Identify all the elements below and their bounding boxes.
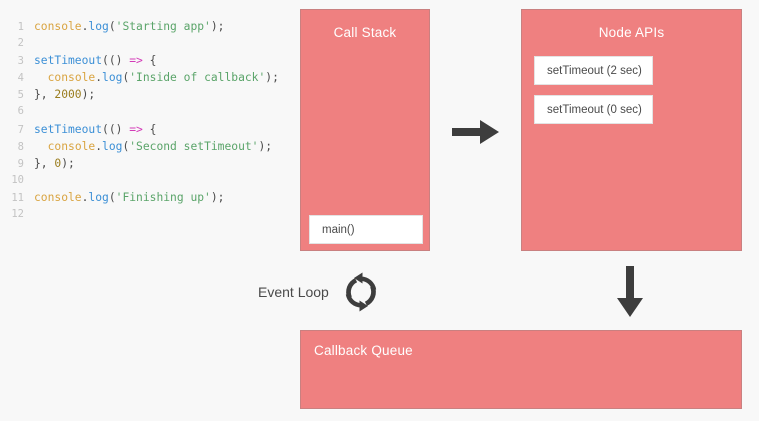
code-line-text[interactable]: console.log('Starting app'); bbox=[34, 18, 224, 35]
code-line: 3 setTimeout(() => { bbox=[0, 52, 292, 69]
line-number: 10 bbox=[11, 173, 24, 186]
code-token: . bbox=[81, 20, 89, 33]
code-token: console bbox=[34, 20, 82, 33]
code-token: }, bbox=[34, 88, 55, 102]
code-token: 2000 bbox=[54, 88, 82, 102]
code-token: ); bbox=[81, 88, 96, 102]
code-token: . bbox=[81, 190, 89, 204]
line-number: 9 bbox=[17, 157, 24, 170]
code-line: 10 bbox=[0, 172, 292, 189]
arrow-right-icon bbox=[452, 119, 500, 145]
code-line: 1 console.log('Starting app'); bbox=[0, 18, 292, 35]
node-apis-title: Node APIs bbox=[598, 25, 665, 40]
code-token: console bbox=[47, 139, 96, 153]
call-stack-panel: Call Stack main() bbox=[300, 9, 430, 251]
code-token: console bbox=[47, 71, 96, 85]
line-number: 11 bbox=[11, 191, 24, 204]
code-line: 11 console.log('Finishing up'); bbox=[0, 189, 292, 206]
code-token: console bbox=[34, 190, 82, 204]
code-token: log bbox=[88, 20, 109, 33]
code-token: setTimeout bbox=[34, 54, 103, 68]
node-api-item-settimeout-0sec[interactable]: setTimeout (0 sec) bbox=[534, 95, 653, 124]
code-token: 'Finishing up' bbox=[115, 190, 211, 204]
code-line-text[interactable]: }, 2000); bbox=[34, 86, 95, 103]
line-number: 1 bbox=[17, 21, 24, 33]
line-number: 6 bbox=[17, 105, 24, 118]
line-number: 2 bbox=[17, 37, 24, 50]
code-token: ); bbox=[210, 190, 225, 204]
line-number: 8 bbox=[17, 140, 24, 153]
code-token: => bbox=[129, 122, 143, 136]
code-token: => bbox=[129, 54, 143, 68]
node-apis-panel: Node APIs setTimeout (2 sec) setTimeout … bbox=[521, 9, 742, 251]
code-token: }, bbox=[34, 156, 55, 170]
code-token: 'Second setTimeout' bbox=[129, 139, 259, 153]
arrow-down-icon bbox=[615, 266, 645, 318]
callback-queue-panel: Callback Queue bbox=[300, 330, 742, 409]
code-token: 'Starting app' bbox=[115, 20, 211, 33]
event-loop-label: Event Loop bbox=[258, 284, 329, 300]
loop-refresh-icon bbox=[341, 272, 381, 312]
code-token: ); bbox=[210, 20, 225, 33]
line-number: 4 bbox=[17, 72, 24, 85]
code-token bbox=[34, 140, 48, 153]
code-token: ( bbox=[122, 139, 130, 153]
code-token: . bbox=[95, 71, 103, 85]
code-token: . bbox=[95, 139, 103, 153]
node-api-item-settimeout-2sec[interactable]: setTimeout (2 sec) bbox=[534, 56, 653, 85]
code-token: ); bbox=[265, 71, 279, 85]
code-line-text[interactable]: console.log('Inside of callback'); bbox=[34, 69, 279, 86]
line-number: 3 bbox=[17, 55, 24, 68]
call-stack-title: Call Stack bbox=[333, 25, 397, 40]
line-number: 7 bbox=[17, 123, 24, 136]
code-token: { bbox=[142, 54, 157, 68]
code-line: 4 console.log('Inside of callback'); bbox=[0, 69, 292, 86]
code-token: ( bbox=[108, 20, 116, 33]
code-token: ( bbox=[108, 190, 116, 204]
code-token bbox=[34, 71, 48, 84]
code-line-text[interactable]: setTimeout(() => { bbox=[34, 121, 156, 138]
code-token: 0 bbox=[54, 156, 62, 170]
code-token: log bbox=[102, 71, 123, 85]
code-line-text[interactable]: console.log('Finishing up'); bbox=[34, 189, 224, 206]
line-number: 5 bbox=[17, 89, 24, 102]
code-line: 5}, 2000); bbox=[0, 86, 292, 103]
code-token: (() bbox=[102, 54, 123, 68]
code-line-text[interactable]: console.log('Second setTimeout'); bbox=[34, 138, 272, 155]
code-token: ); bbox=[61, 156, 75, 170]
code-line-text[interactable]: }, 0); bbox=[34, 155, 75, 172]
code-line: 8 console.log('Second setTimeout'); bbox=[0, 138, 292, 155]
code-token: log bbox=[102, 139, 123, 153]
code-token: { bbox=[142, 122, 157, 136]
code-token: 'Inside of callback' bbox=[129, 71, 266, 85]
code-line: 12 bbox=[0, 206, 292, 223]
code-token: log bbox=[88, 190, 109, 204]
line-number: 12 bbox=[11, 208, 24, 221]
code-token: setTimeout bbox=[34, 122, 103, 136]
code-line: 2 bbox=[0, 35, 292, 52]
code-token: (() bbox=[102, 122, 123, 136]
code-token: ( bbox=[122, 71, 130, 85]
code-line: 6 bbox=[0, 103, 292, 120]
call-stack-frame-main[interactable]: main() bbox=[309, 215, 423, 244]
callback-queue-title: Callback Queue bbox=[314, 343, 413, 358]
code-line: 7 setTimeout(() => { bbox=[0, 121, 292, 138]
code-token: ); bbox=[258, 139, 273, 153]
code-line: 9}, 0); bbox=[0, 155, 292, 172]
event-loop-group: Event Loop bbox=[258, 272, 381, 312]
code-line-text[interactable]: setTimeout(() => { bbox=[34, 52, 156, 69]
